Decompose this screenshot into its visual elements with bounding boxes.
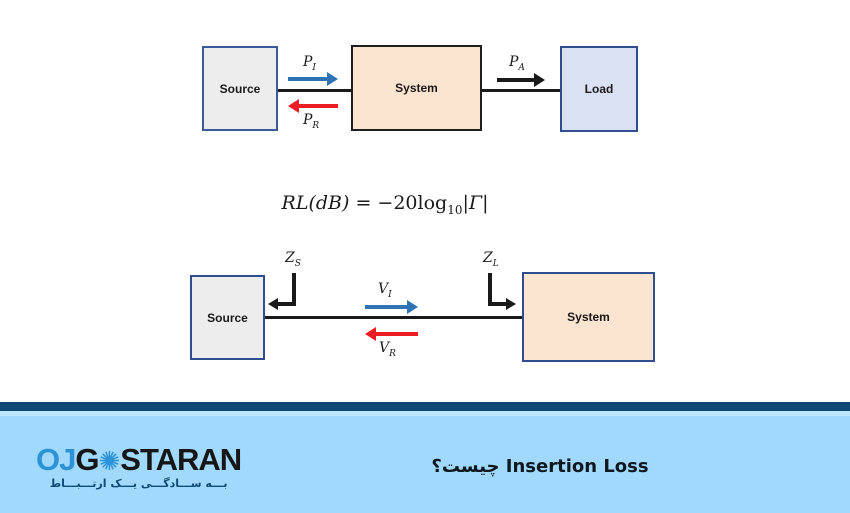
logo-tagline: بـــه ســـادگـــی یـــک ارتـــبـــاط (49, 477, 228, 490)
power-source-box: Source (202, 46, 278, 131)
source-impedance-marker-icon (292, 273, 296, 306)
voltage-system-box: System (522, 272, 655, 362)
transmission-line (265, 316, 522, 319)
logo-oj: OJ (36, 442, 76, 477)
power-load-box: Load (560, 46, 638, 132)
power-system-box: System (351, 45, 482, 131)
voltage-source-label: Source (207, 310, 248, 325)
load-impedance-label: ZL (483, 250, 499, 269)
logo-wordmark: OJG✺STARAN (36, 442, 242, 477)
accepted-power-label: PA (509, 54, 525, 73)
incident-voltage-label: VI (378, 281, 392, 300)
return-loss-formula: RL(dB) = −20log10|Γ| (281, 192, 489, 217)
ojgostaran-logo: OJG✺STARAN بـــه ســـادگـــی یـــک ارتــ… (36, 442, 242, 490)
reflected-voltage-label: VR (379, 340, 396, 359)
incident-power-label: PI (303, 54, 316, 73)
footer-divider-bar (0, 402, 850, 411)
system-load-line (482, 89, 560, 92)
voltage-source-box: Source (190, 275, 265, 360)
source-impedance-arrowhead-icon (268, 298, 278, 310)
logo-g: G (75, 442, 99, 477)
source-impedance-label: ZS (285, 250, 301, 269)
incident-voltage-arrow-icon (365, 300, 418, 314)
load-impedance-marker-arm (490, 302, 507, 306)
gear-icon: ✺ (98, 447, 121, 477)
power-load-label: Load (584, 82, 614, 96)
source-impedance-marker-arm (277, 302, 294, 306)
load-impedance-arrowhead-icon (506, 298, 516, 310)
reflected-power-arrow-icon (288, 99, 338, 113)
load-impedance-marker-icon (488, 273, 492, 306)
power-source-label: Source (219, 81, 261, 96)
footer-accent-strip (0, 411, 850, 416)
reflected-power-label: PR (303, 112, 320, 131)
source-system-line (278, 89, 351, 92)
footer: OJG✺STARAN بـــه ســـادگـــی یـــک ارتــ… (0, 416, 850, 513)
accepted-power-arrow-icon (497, 73, 545, 87)
incident-power-arrow-icon (288, 72, 338, 86)
voltage-system-label: System (567, 310, 610, 324)
power-system-label: System (395, 81, 438, 95)
reflected-voltage-arrow-icon (365, 327, 418, 341)
page-title: Insertion Loss چیست؟ (431, 456, 649, 477)
logo-staran: STARAN (120, 442, 242, 477)
